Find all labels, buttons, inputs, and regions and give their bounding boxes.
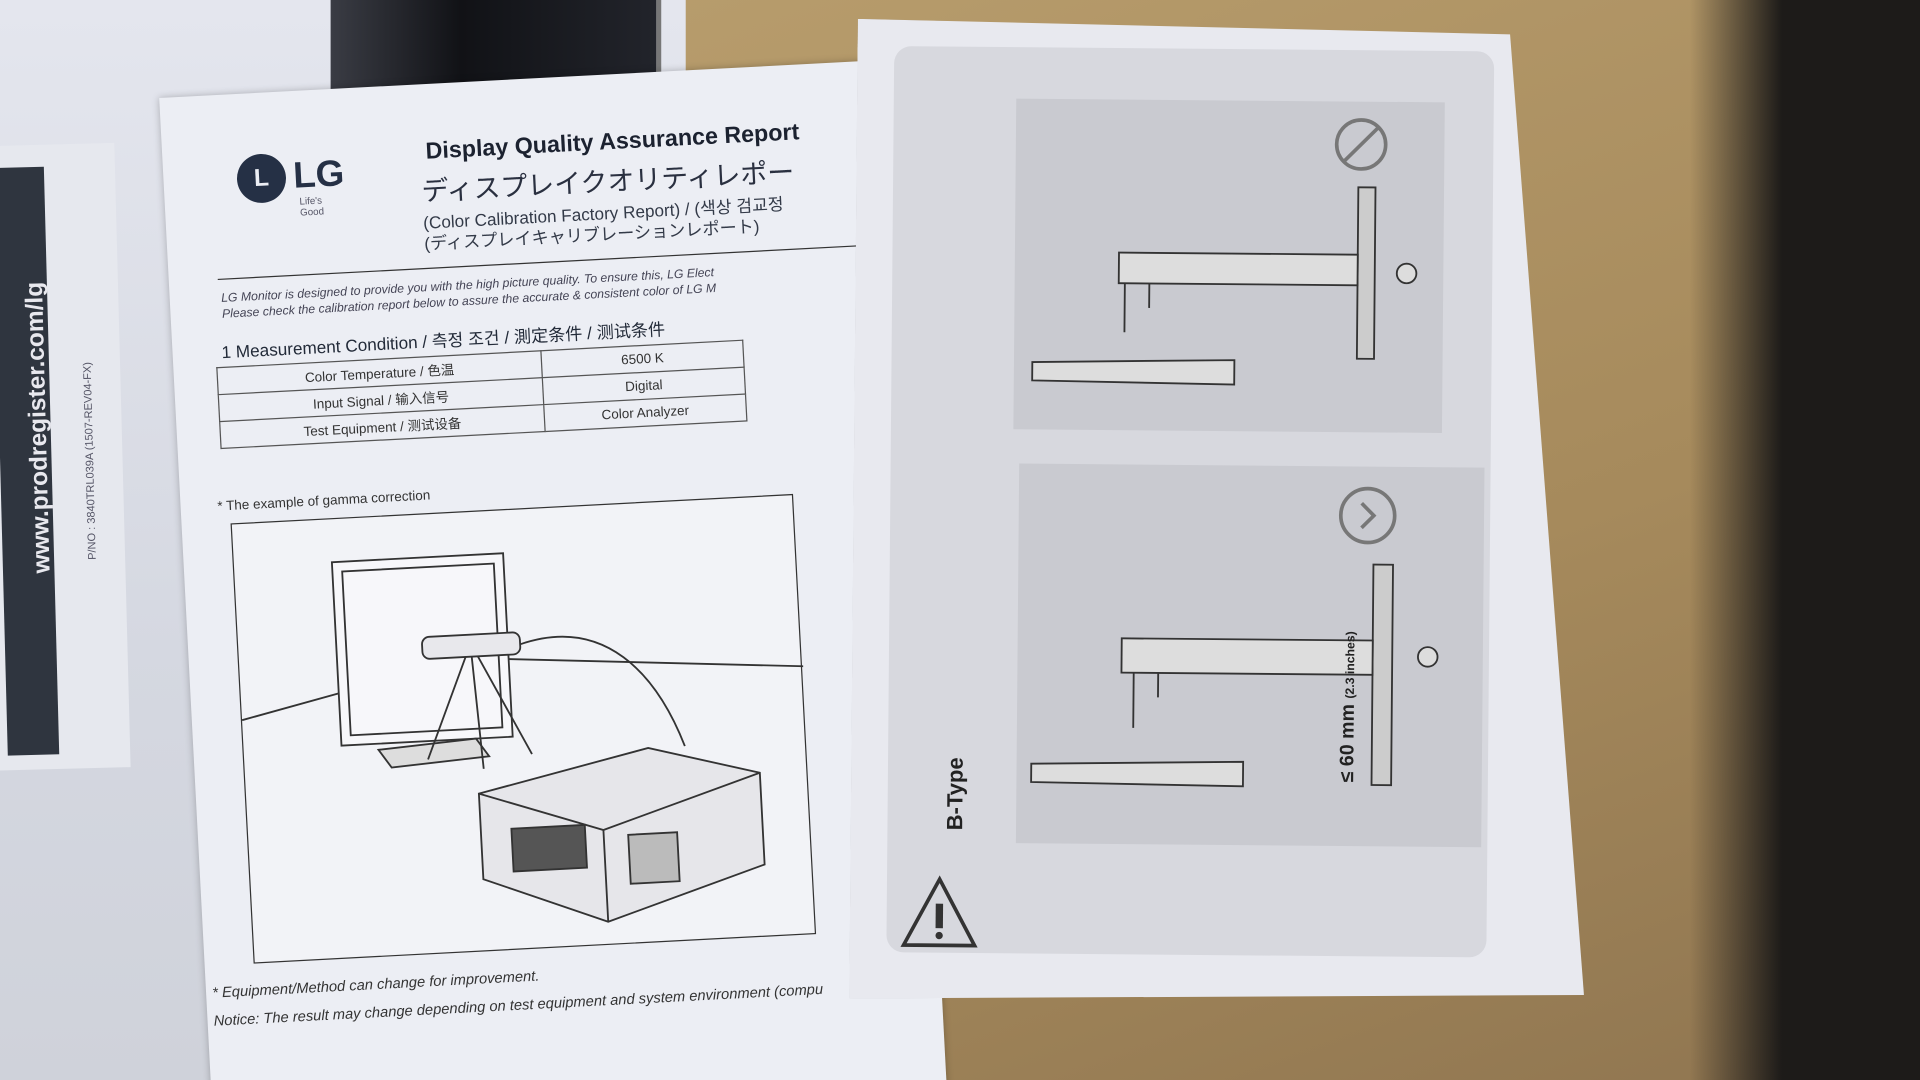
instruction-panel: ≤ 60 mm (2.3 inches) B-Type: [886, 46, 1494, 957]
intro-text: LG Monitor is designed to provide you wi…: [220, 266, 717, 322]
part-number: P/NO : 3840TRL039A (1507-REV04-FX): [80, 361, 99, 561]
lg-logo-icon: L: [235, 152, 288, 205]
tagline: Life's Good: [299, 194, 325, 219]
warning-icon: [899, 874, 981, 957]
dark-background: [1689, 0, 1920, 1080]
b-type-label: B-Type: [942, 757, 968, 831]
mounting-instructions-sheet: ≤ 60 mm (2.3 inches) B-Type: [849, 19, 1592, 1005]
footnote: * Equipment/Method can change for improv…: [211, 967, 540, 1002]
brand: LG: [292, 153, 346, 197]
calibration-report: L LG Life's Good Display Quality Assuran…: [159, 59, 947, 1080]
figure-caption: * The example of gamma correction: [217, 488, 431, 515]
registration-card: www.prodregister.com/lg P/NO : 3840TRL03…: [0, 142, 131, 771]
thickness-label: ≤ 60 mm (2.3 inches): [1337, 631, 1359, 783]
incorrect-mount-illustration: [1013, 99, 1444, 433]
lg-logo: L LG Life's Good: [235, 150, 346, 218]
correct-mount-illustration: ≤ 60 mm (2.3 inches): [1016, 464, 1485, 848]
gamma-correction-illustration: [230, 493, 817, 964]
